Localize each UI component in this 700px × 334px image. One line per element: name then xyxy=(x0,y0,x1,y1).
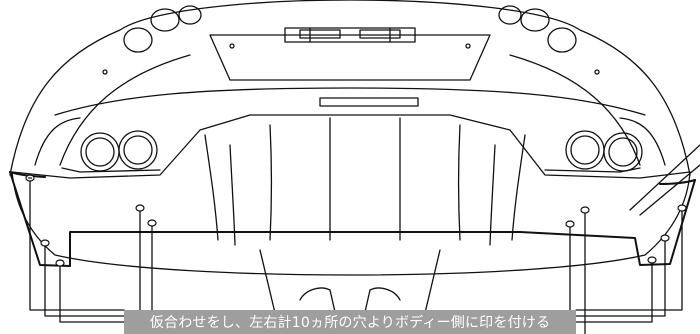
pointer-line xyxy=(629,144,700,211)
left-tail-light-inner xyxy=(178,5,202,25)
left-tail-light-lower xyxy=(123,27,153,53)
marker-points xyxy=(25,174,687,267)
marker-6 xyxy=(565,220,575,228)
instruction-caption: 仮合わせをし、左右計10ヵ所の穴よりボディー側に印を付ける xyxy=(124,310,576,334)
third-brake-light xyxy=(319,97,419,107)
marker-1 xyxy=(25,174,35,182)
marker-2 xyxy=(40,239,50,247)
diffuser-fin xyxy=(204,134,219,241)
marker-4 xyxy=(135,204,145,212)
exhaust-left-1 xyxy=(80,132,120,172)
marker-9 xyxy=(660,234,670,242)
car-body-inner-line xyxy=(59,54,191,166)
bumper-lower-edge xyxy=(11,171,691,276)
marker-5 xyxy=(147,219,157,227)
right-tail-light-lower xyxy=(547,27,577,53)
car-body-inner-line-right xyxy=(509,54,641,166)
license-plate-slot xyxy=(284,27,416,43)
exhaust-right-1 xyxy=(565,130,605,170)
license-plate-area xyxy=(209,34,491,81)
left-tail-light-outer xyxy=(150,8,180,32)
diffuser-fitting-outline xyxy=(9,171,696,267)
plate-light-left xyxy=(299,29,341,39)
diffuser-upper-contour xyxy=(11,114,691,179)
instruction-caption-text: 仮合わせをし、左右計10ヵ所の穴よりボディー側に印を付ける xyxy=(149,315,551,331)
exhaust-right-2 xyxy=(603,132,643,172)
car-body-outline xyxy=(9,0,691,176)
marker-3 xyxy=(55,259,65,267)
marker-10 xyxy=(677,204,687,212)
right-tail-light-inner xyxy=(498,5,522,25)
bumper-upper-line xyxy=(54,87,646,116)
marker-8 xyxy=(647,256,657,264)
exhaust-left-2 xyxy=(118,130,158,170)
right-tail-light-outer xyxy=(520,8,550,32)
plate-light-right xyxy=(359,29,401,39)
marker-7 xyxy=(580,206,590,214)
